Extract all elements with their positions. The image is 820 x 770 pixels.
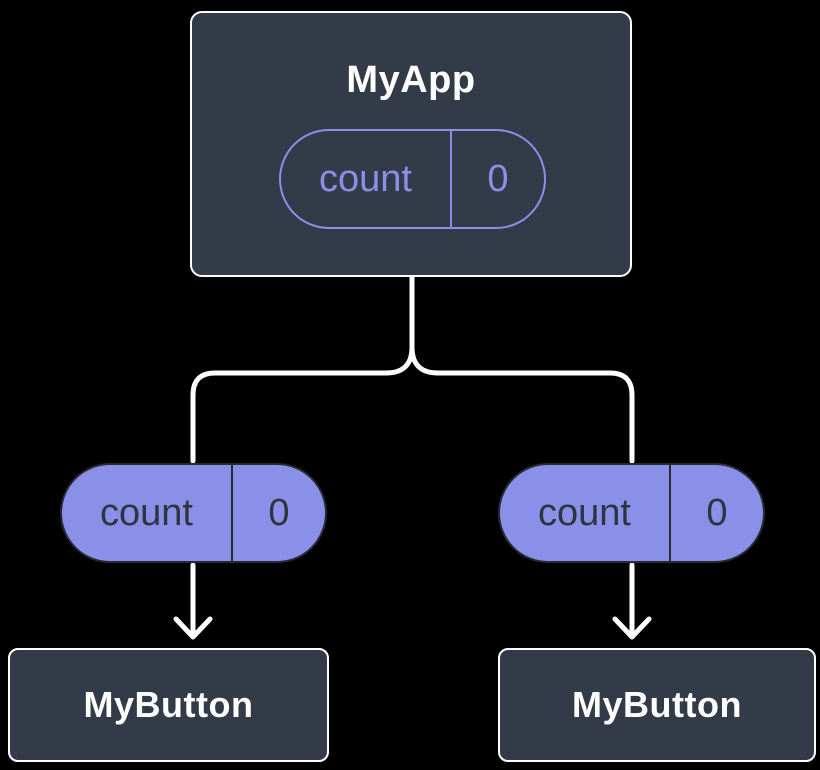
node-mybutton-left-title: MyButton: [83, 684, 254, 725]
prop-pill-right-name: count: [500, 465, 671, 561]
connector-root-to-left-pill: [190, 272, 415, 464]
prop-pill-left: count 0: [60, 463, 327, 563]
arrow-left-pill-to-left-child: [173, 562, 213, 640]
node-myapp-title: MyApp: [346, 59, 476, 101]
node-mybutton-left: MyButton: [8, 648, 329, 762]
prop-pill-left-name: count: [62, 465, 233, 561]
node-mybutton-right-title: MyButton: [572, 684, 742, 725]
arrow-right-pill-to-right-child: [612, 562, 652, 640]
state-pill-myapp: count 0: [279, 129, 546, 229]
state-pill-name: count: [281, 131, 452, 227]
node-myapp: MyApp: [190, 11, 632, 277]
state-pill-value: 0: [487, 157, 509, 200]
connector-root-to-right-pill: [409, 272, 635, 464]
prop-pill-right: count 0: [498, 463, 765, 563]
node-mybutton-right: MyButton: [498, 648, 816, 762]
prop-pill-right-value: 0: [706, 491, 728, 534]
prop-pill-left-value: 0: [268, 491, 290, 534]
